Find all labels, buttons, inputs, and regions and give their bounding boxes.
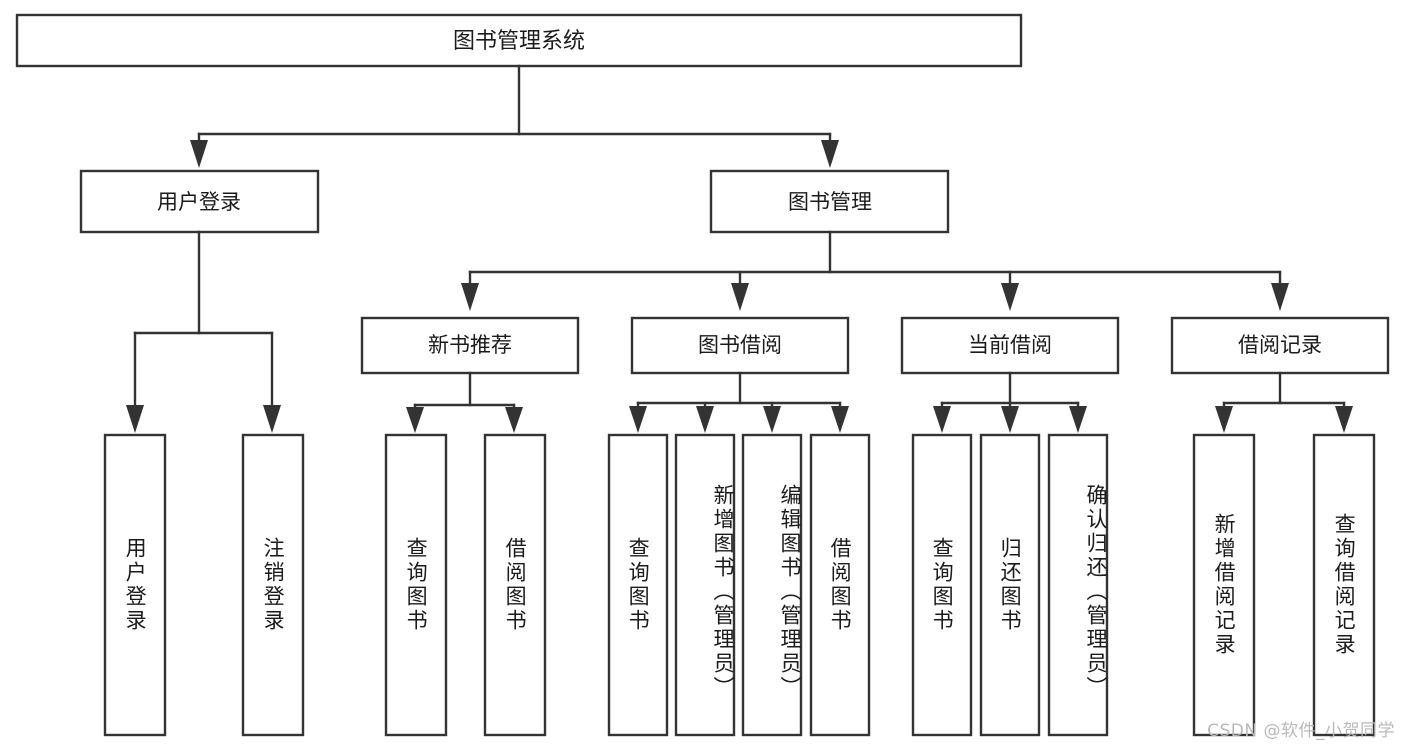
node-user-login-label: 用户登录 (157, 190, 241, 214)
node-new-book-recommend-box[interactable] (360, 316, 580, 375)
arrow-head-borrow-record-leaf-2 (1335, 406, 1353, 433)
leaf-box-user-login-2[interactable] (241, 433, 305, 737)
arrow-head-current-borrow-leaf-2 (1001, 406, 1019, 433)
node-root-box[interactable] (15, 13, 1023, 68)
node-root[interactable]: 图书管理系统 (15, 13, 1023, 68)
arrow-head-book-borrow-leaf-1 (629, 406, 647, 433)
leaf-box-user-login-1[interactable] (103, 433, 167, 737)
leaf-box-book-borrow-1[interactable] (607, 433, 669, 737)
node-current-borrow-label: 当前借阅 (968, 333, 1052, 357)
node-book-borrow[interactable]: 图书借阅 (630, 316, 850, 375)
leaf-box-current-borrow-1[interactable] (911, 433, 973, 737)
arrow-head-to-borrow-record (1271, 283, 1289, 311)
node-book-borrow-box[interactable] (630, 316, 850, 375)
leaf-box-borrow-record-1[interactable] (1192, 433, 1256, 737)
arrow-head-to-book-borrow (731, 283, 749, 311)
arrow-head-to-book-manage (821, 140, 839, 168)
arrow-head-user-login-leaf-2 (263, 405, 281, 433)
node-book-manage[interactable]: 图书管理 (709, 169, 950, 234)
arrow-head-to-new-book (461, 283, 479, 311)
node-new-book-recommend-label: 新书推荐 (428, 333, 512, 357)
node-current-borrow[interactable]: 当前借阅 (900, 316, 1120, 375)
node-root-label: 图书管理系统 (453, 29, 585, 54)
node-borrow-record-label: 借阅记录 (1238, 333, 1322, 357)
node-borrow-record-box[interactable] (1170, 316, 1390, 375)
arrow-head-to-user-login (190, 140, 208, 168)
leaf-box-new-book-1[interactable] (384, 433, 448, 737)
leaf-box-book-borrow-4[interactable] (809, 433, 871, 737)
watermark-text: CSDN @软件_小贺同学 (1207, 721, 1395, 741)
node-new-book-recommend[interactable]: 新书推荐 (360, 316, 580, 375)
leaf-box-book-borrow-2[interactable] (674, 433, 736, 737)
arrow-head-current-borrow-leaf-1 (933, 406, 951, 433)
leaf-box-borrow-record-2[interactable] (1312, 433, 1376, 737)
arrow-head-book-borrow-leaf-4 (831, 406, 849, 433)
leaf-box-book-borrow-3[interactable] (741, 433, 803, 737)
node-book-borrow-label: 图书借阅 (698, 333, 782, 357)
node-book-manage-box[interactable] (709, 169, 950, 234)
arrow-head-new-book-leaf-1 (406, 407, 424, 433)
arrow-head-to-current-borrow (1001, 283, 1019, 311)
arrow-head-user-login-leaf-1 (126, 405, 144, 433)
node-borrow-record[interactable]: 借阅记录 (1170, 316, 1390, 375)
node-book-manage-label: 图书管理 (788, 190, 872, 214)
arrow-head-current-borrow-leaf-3 (1069, 406, 1087, 433)
node-current-borrow-box[interactable] (900, 316, 1120, 375)
leaf-box-new-book-2[interactable] (483, 433, 547, 737)
arrow-head-book-borrow-leaf-2 (696, 406, 714, 433)
leaf-box-current-borrow-3[interactable] (1047, 433, 1109, 737)
leaf-box-current-borrow-2[interactable] (979, 433, 1041, 737)
arrow-head-book-borrow-leaf-3 (763, 406, 781, 433)
arrow-head-borrow-record-leaf-1 (1215, 406, 1233, 433)
node-user-login[interactable]: 用户登录 (79, 169, 320, 234)
arrow-head-new-book-leaf-2 (505, 407, 523, 433)
